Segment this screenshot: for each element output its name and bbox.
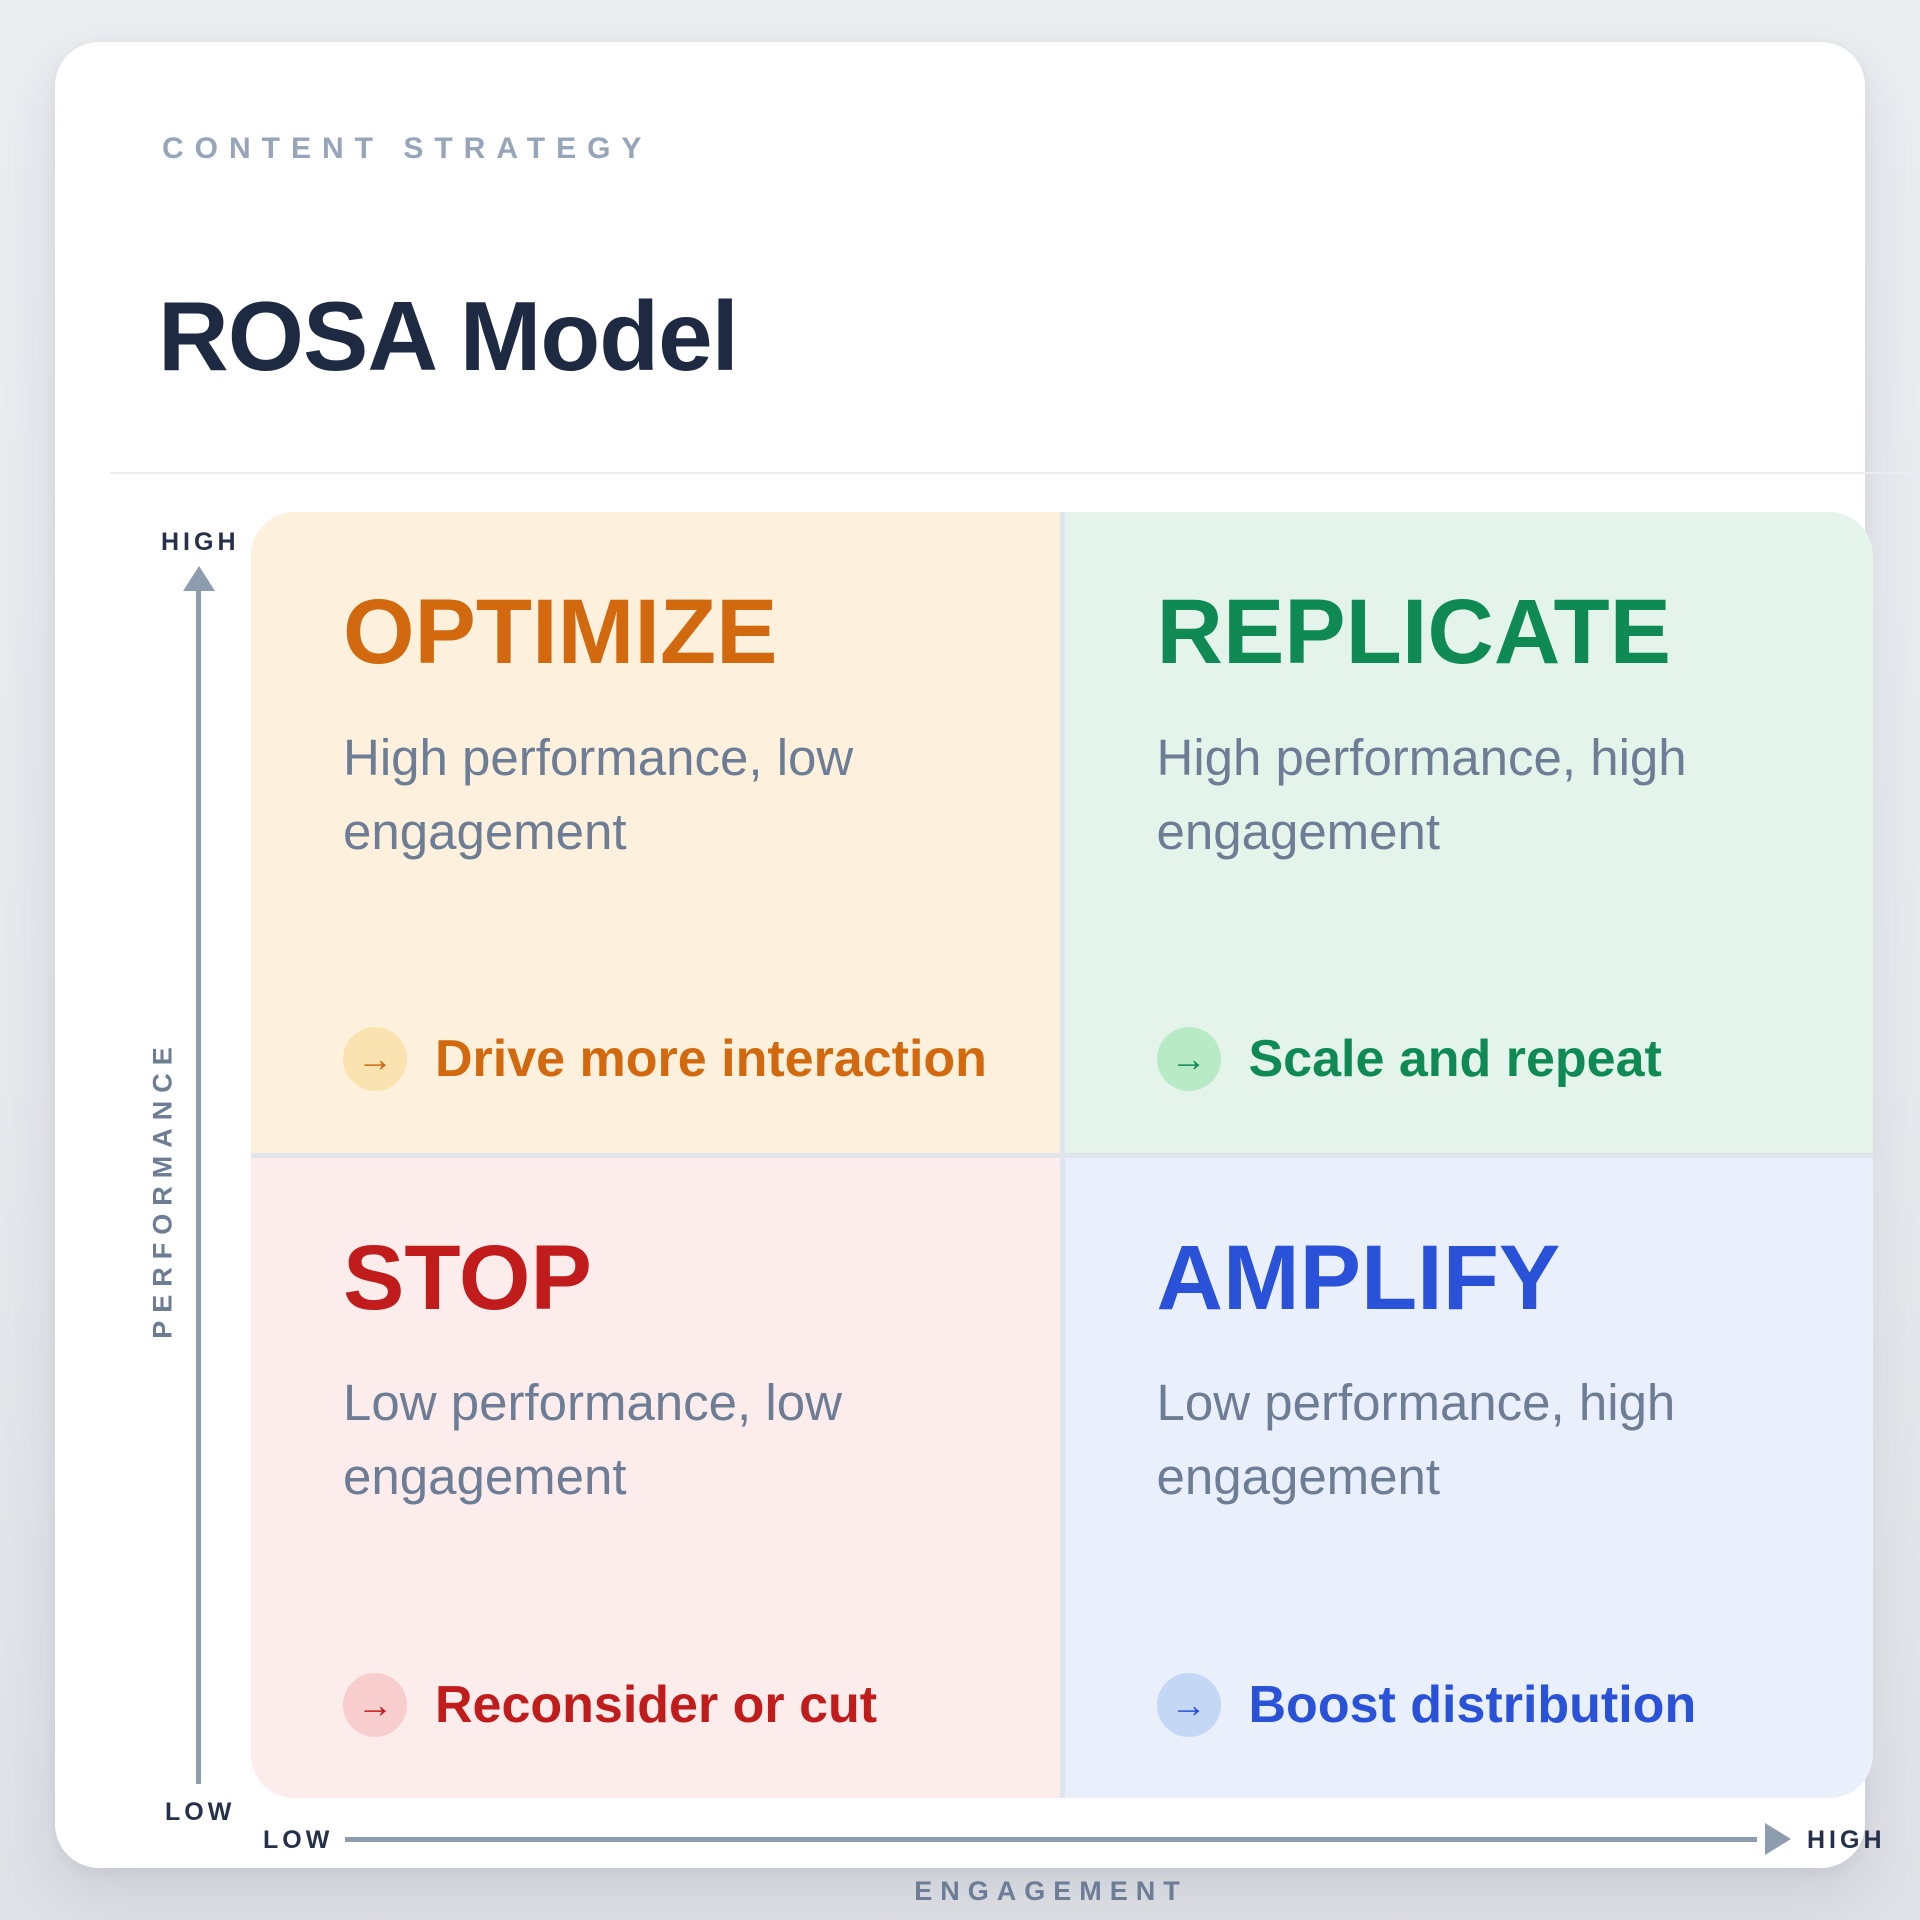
y-axis-title: PERFORMANCE (147, 1039, 178, 1339)
quadrant-action-label: Drive more interaction (435, 1030, 987, 1089)
quadrant-action-label: Reconsider or cut (435, 1675, 878, 1734)
quadrant-action-row: → Boost distribution (1156, 1670, 1814, 1740)
y-axis-low-label: LOW (165, 1798, 236, 1826)
quadrant-title: AMPLIFY (1156, 1226, 1561, 1329)
quadrant-subtitle: High performance, low engagement (343, 728, 854, 860)
arrow-right-icon: → (343, 1027, 407, 1092)
quadrant-action-row: → Reconsider or cut (343, 1670, 1000, 1740)
quadrant-title: STOP (343, 1226, 592, 1329)
content-card: CONTENT STRATEGY ROSA Model HIGH PERFORM… (55, 42, 1920, 1906)
y-axis-arrowhead-icon (183, 566, 215, 591)
x-axis-high-label: HIGH (1807, 1826, 1886, 1854)
y-axis-line (196, 590, 201, 1784)
arrow-right-icon: → (343, 1672, 407, 1737)
quadrant-title: OPTIMIZE (343, 581, 778, 683)
quadrant-subtitle: Low performance, low engagement (343, 1374, 842, 1506)
quadrant-title: REPLICATE (1156, 581, 1672, 683)
quadrant-action-row: → Drive more interaction (343, 1024, 1000, 1094)
x-axis-low-label: LOW (263, 1826, 334, 1854)
x-axis-arrowhead-icon (1765, 1823, 1791, 1855)
quadrant-stop: STOP Low performance, low engagement → R… (251, 1157, 1060, 1798)
quadrant-amplify: AMPLIFY Low performance, high engagement… (1064, 1157, 1873, 1798)
quadrant-action-row: → Scale and repeat (1156, 1024, 1814, 1094)
quadrant-grid: OPTIMIZE High performance, low engagemen… (251, 512, 1873, 1798)
header-divider (110, 472, 1920, 474)
x-axis-line (345, 1837, 1757, 1842)
arrow-right-icon: → (1156, 1027, 1221, 1092)
quadrant-action-label: Boost distribution (1248, 1675, 1697, 1734)
page-title: ROSA Model (158, 280, 739, 391)
eyebrow-label: CONTENT STRATEGY (162, 132, 653, 165)
quadrant-optimize: OPTIMIZE High performance, low engagemen… (251, 512, 1060, 1153)
x-axis-title: ENGAGEMENT (914, 1876, 1188, 1906)
quadrant-subtitle: High performance, high engagement (1156, 728, 1687, 860)
arrow-right-icon: → (1156, 1672, 1221, 1737)
quadrant-subtitle: Low performance, high engagement (1156, 1374, 1676, 1506)
y-axis-high-label: HIGH (161, 528, 240, 556)
quadrant-replicate: REPLICATE High performance, high engagem… (1064, 512, 1873, 1153)
quadrant-action-label: Scale and repeat (1248, 1030, 1662, 1089)
